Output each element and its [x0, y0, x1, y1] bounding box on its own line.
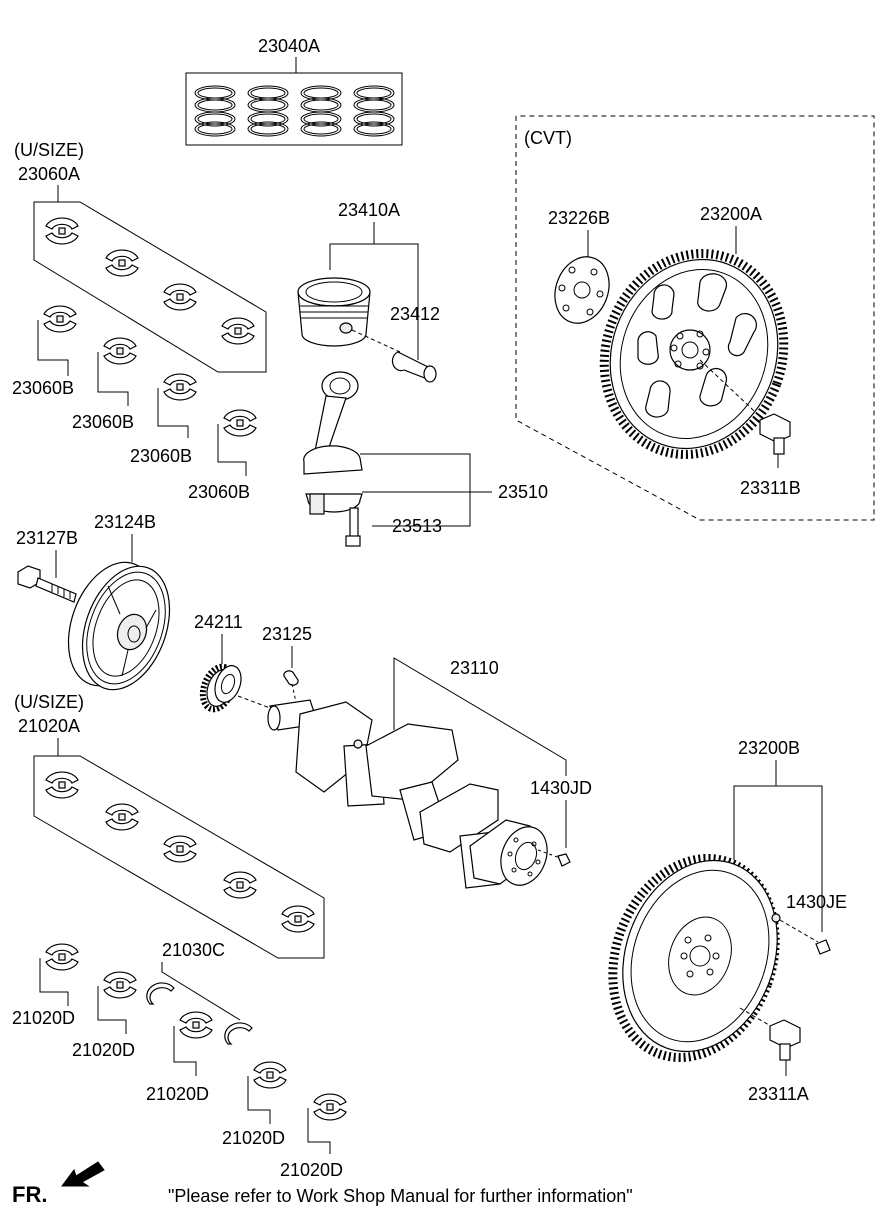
label-23200A: 23200A [700, 204, 762, 224]
piston-ring-set: 23040A [185, 36, 403, 146]
label-23513: 23513 [392, 516, 442, 536]
label-21030C: 21030C [162, 940, 225, 960]
label-21020D-1: 21020D [12, 1008, 75, 1028]
main-bearing-set: (U/SIZE) 21020A [14, 692, 325, 959]
front-arrow-icon [61, 1161, 105, 1187]
label-23412: 23412 [390, 304, 440, 324]
label-23060B-1: 23060B [12, 378, 74, 398]
label-23110: 23110 [450, 658, 499, 678]
label-23226B: 23226B [548, 208, 610, 228]
label-23510: 23510 [498, 482, 548, 502]
label-23311A: 23311A [748, 1084, 809, 1104]
label-23060B-4: 23060B [188, 482, 250, 502]
piston-assembly: 23410A 23412 [297, 200, 440, 383]
label-23060A: 23060A [18, 164, 80, 184]
label-23127B: 23127B [16, 528, 78, 548]
label-23311B: 23311B [740, 478, 801, 498]
label-24211: 24211 [194, 612, 243, 632]
label-1430JE: 1430JE [786, 892, 847, 912]
connecting-rod: 23510 23513 [303, 371, 548, 547]
woodruff-key: 23125 [262, 624, 312, 703]
flywheel: 23200B 1430JE 23311A [608, 738, 847, 1104]
crankshaft-pulley: 23127B 23124B [16, 512, 171, 691]
label-cvt: (CVT) [524, 128, 572, 148]
label-21020D-3: 21020D [146, 1084, 209, 1104]
label-1430JD: 1430JD [530, 778, 592, 798]
label-21020D-4: 21020D [222, 1128, 285, 1148]
label-23040A: 23040A [258, 36, 320, 56]
crankshaft: 23110 1430JD [267, 657, 592, 889]
label-23125: 23125 [262, 624, 312, 644]
label-23060B-2: 23060B [72, 412, 134, 432]
front-direction-label: FR. [12, 1182, 47, 1207]
crank-sprocket: 24211 [194, 612, 271, 713]
label-usize-2: (U/SIZE) [14, 692, 84, 712]
label-23200B: 23200B [738, 738, 800, 758]
footer: FR. "Please refer to Work Shop Manual fo… [12, 1161, 633, 1207]
label-21020A: 21020A [18, 716, 80, 736]
label-21020D-2: 21020D [72, 1040, 135, 1060]
conrod-bearing-23060B: 23060B 23060B 23060B 23060B [12, 305, 257, 502]
thrust-washers: 21030C [146, 940, 253, 1045]
conrod-bearing-set-upper: (U/SIZE) 23060A [14, 140, 267, 373]
label-21020D-5: 21020D [280, 1160, 343, 1180]
workshop-manual-note: "Please refer to Work Shop Manual for fu… [168, 1186, 633, 1206]
cvt-drive-plate-group: (CVT) 23226B 23200A 23311B [515, 115, 875, 521]
label-23124B: 23124B [94, 512, 156, 532]
label-23410A: 23410A [338, 200, 400, 220]
label-23060B-3: 23060B [130, 446, 192, 466]
label-usize-1: (U/SIZE) [14, 140, 84, 160]
main-bearing-21020D: 21020D 21020D 21020D 21020D 21020D [12, 943, 347, 1180]
